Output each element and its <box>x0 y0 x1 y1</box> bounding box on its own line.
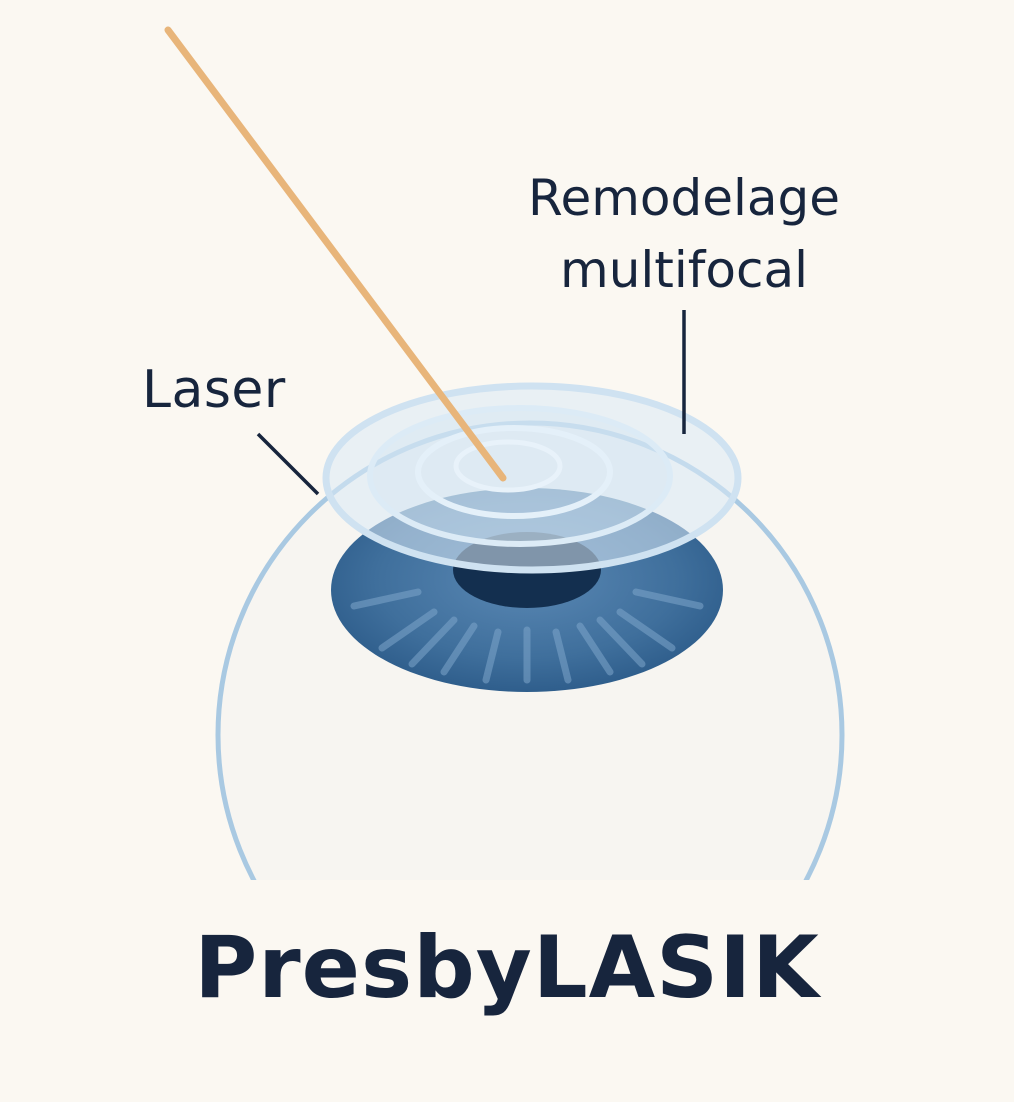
remodel-label-line2: multifocal <box>560 241 808 299</box>
remodel-label: Remodelage multifocal <box>504 162 864 306</box>
laser-label: Laser <box>142 360 286 420</box>
remodel-label-line1: Remodelage <box>527 169 841 227</box>
corneal-rings <box>322 382 742 574</box>
diagram-title: PresbyLASIK <box>194 918 820 1018</box>
laser-leader-line <box>256 432 320 496</box>
laser-beam-icon <box>164 26 507 482</box>
iris-striations <box>350 588 704 684</box>
